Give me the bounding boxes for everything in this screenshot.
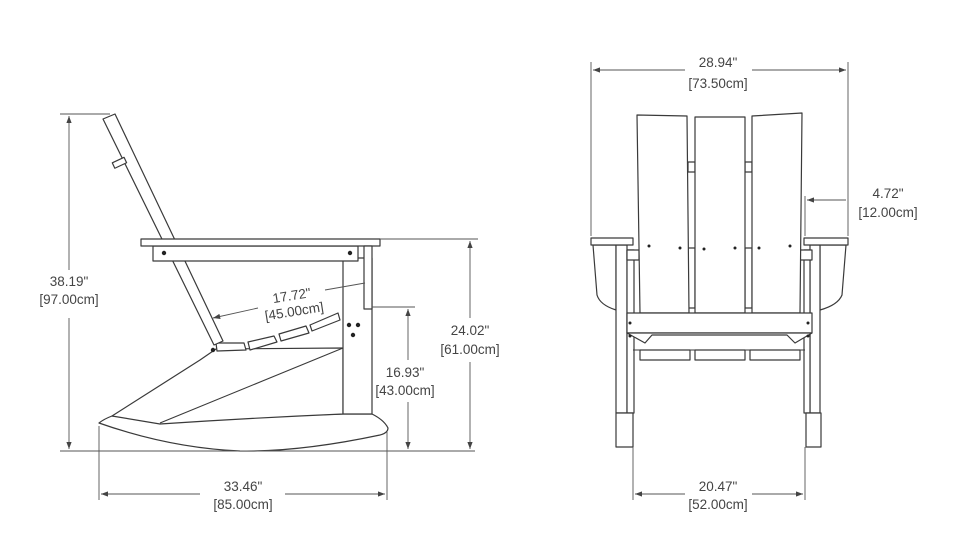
backrest bbox=[102, 113, 224, 346]
seat-width-cm: [52.00cm] bbox=[688, 497, 747, 512]
seat-depth-in: 17.72" bbox=[271, 285, 312, 306]
overall-width-cm: [73.50cm] bbox=[688, 76, 747, 91]
arm-height-cm: [61.00cm] bbox=[440, 342, 499, 357]
right-armrest bbox=[803, 237, 849, 246]
side-view-chair bbox=[98, 113, 389, 452]
front-view-chair bbox=[590, 112, 849, 448]
seat-slat bbox=[247, 335, 278, 351]
front-view-dimensions: 28.94" [73.50cm] 4.72" [12.00cm] 20.47" … bbox=[590, 55, 918, 512]
overall-depth-cm: [85.00cm] bbox=[213, 497, 272, 512]
seat-slat bbox=[278, 325, 310, 342]
back-slat-left bbox=[636, 114, 690, 314]
arm-support bbox=[152, 245, 359, 262]
armrest bbox=[140, 238, 381, 247]
arm-width-cm: [12.00cm] bbox=[858, 205, 917, 220]
backrest-bracket bbox=[111, 156, 128, 169]
arm-height-in: 24.02" bbox=[451, 323, 490, 338]
seat-width-in: 20.47" bbox=[699, 479, 738, 494]
side-frame bbox=[111, 347, 344, 425]
side-view-dimensions: 38.19" [97.00cm] 33.46" [85.00cm] 24.02"… bbox=[39, 113, 500, 512]
seat-height-in: 16.93" bbox=[386, 365, 425, 380]
seat-front-board bbox=[626, 312, 813, 334]
overall-width-in: 28.94" bbox=[699, 55, 738, 70]
left-rocker-end bbox=[615, 412, 634, 448]
seat-height-cm: [43.00cm] bbox=[375, 383, 434, 398]
left-arm-bracket bbox=[592, 244, 617, 311]
overall-height-cm: [97.00cm] bbox=[39, 292, 98, 307]
overall-depth-in: 33.46" bbox=[224, 479, 263, 494]
left-armrest bbox=[590, 237, 634, 246]
left-leg bbox=[615, 244, 628, 414]
seat-slat bbox=[309, 312, 341, 332]
right-arm-bracket bbox=[819, 244, 847, 311]
arm-width-in: 4.72" bbox=[872, 186, 903, 201]
back-slat-center bbox=[694, 116, 746, 314]
seat-slat bbox=[215, 342, 247, 352]
back-slat-right bbox=[751, 112, 803, 314]
front-post bbox=[363, 245, 373, 310]
right-rocker-end bbox=[805, 412, 822, 448]
overall-height-in: 38.19" bbox=[50, 274, 89, 289]
